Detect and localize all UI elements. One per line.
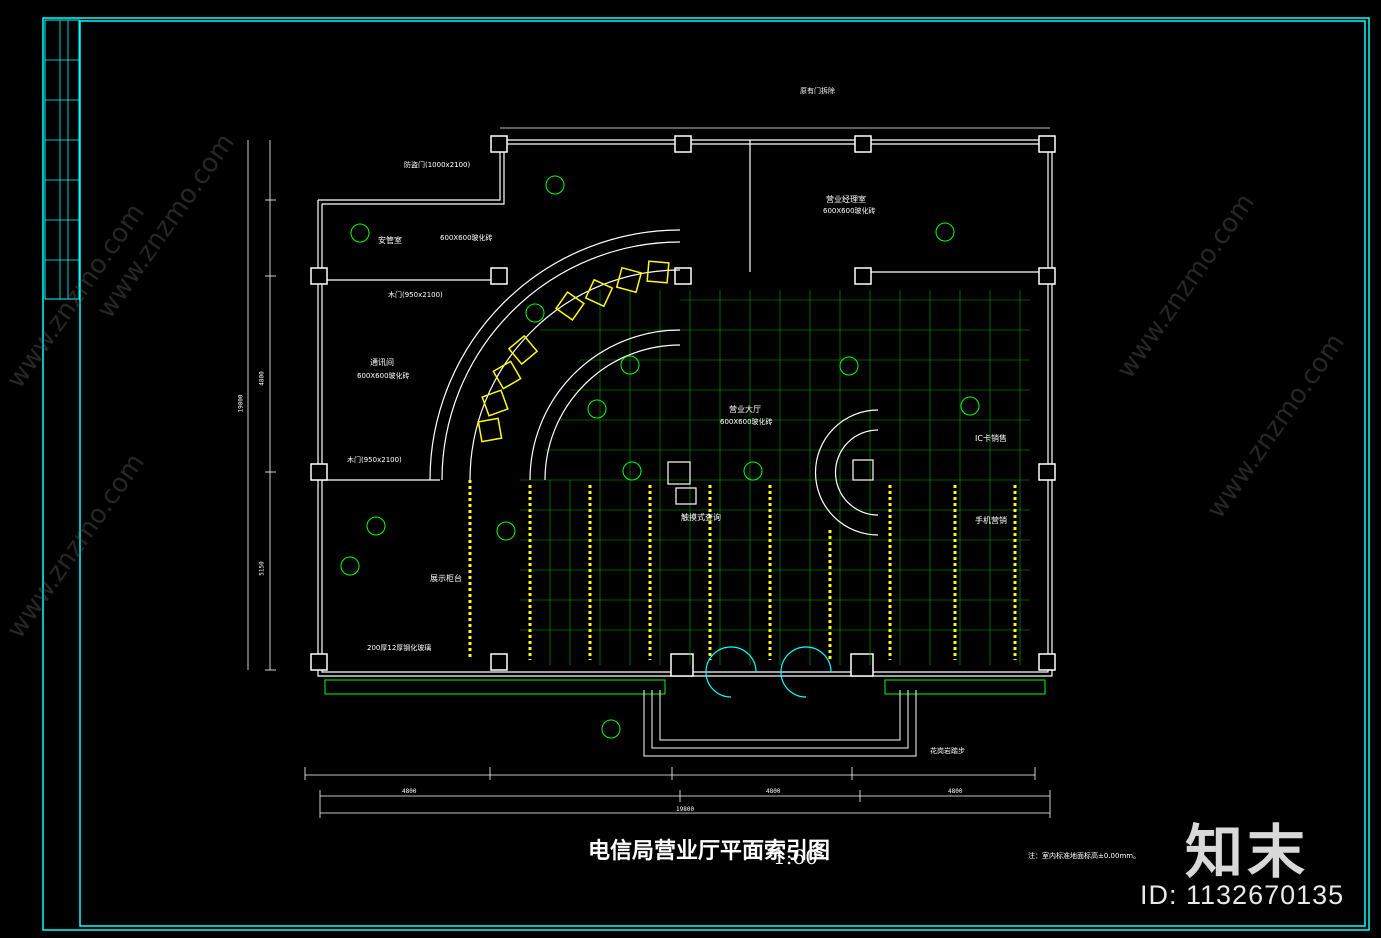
drawing-note: 注：室内标准地面标高±0.00mm。	[1028, 852, 1141, 860]
dimension-lines	[247, 127, 1051, 818]
drawing-scale: 1:60	[773, 845, 818, 869]
room-label-pay: IC卡销售	[975, 434, 1007, 443]
note-glass: 200厚12厚钢化玻璃	[367, 644, 432, 652]
room-label-lobby: 通讯间	[370, 358, 394, 367]
note-window-top: 原有门拆除	[800, 87, 835, 95]
entry-steps	[643, 690, 917, 757]
title-strip	[44, 19, 80, 300]
watermark-id: ID: 1132670135	[1140, 880, 1345, 910]
dim-bottom-a: 4800	[402, 788, 417, 795]
svg-text:www.znzmo.com: www.znzmo.com	[1201, 328, 1351, 524]
note-door3: 木门(950x2100)	[347, 456, 402, 464]
drawing-title: 电信局营业厅平面索引图	[588, 839, 831, 864]
room-label-main-hall: 营业大厅	[729, 405, 761, 414]
columns	[310, 135, 1056, 677]
outer-frame	[42, 17, 1370, 931]
corridor-floor: 600X600玻化砖	[440, 234, 493, 242]
floor-grid	[520, 290, 1030, 665]
inner-frame	[79, 20, 1366, 927]
exterior-walls	[317, 139, 1053, 677]
room-label-service: 手机营销	[975, 516, 1007, 525]
dim-left-total: 19800	[237, 394, 245, 413]
dim-left-b: 5150	[258, 561, 266, 576]
room-floor-main-hall: 600X600玻化砖	[720, 418, 773, 426]
svg-text:www.znzmo.com: www.znzmo.com	[1111, 188, 1261, 384]
room-label-terminal: 触摸式查询	[681, 513, 721, 522]
diagonal-watermarks: www.znzmo.com www.znzmo.com www.znzmo.co…	[1, 128, 1351, 644]
note-door1: 防盗门(1000x2100)	[404, 161, 471, 169]
planter	[324, 679, 1046, 695]
curved-counter	[429, 229, 681, 481]
info-desk	[667, 409, 879, 536]
svg-text:www.znzmo.com: www.znzmo.com	[1, 448, 151, 644]
display-racks	[468, 480, 1017, 660]
dim-left-a: 4800	[258, 371, 266, 386]
room-label-security: 安管室	[378, 236, 402, 245]
dim-bottom-b: 4800	[766, 788, 781, 795]
note-door2: 木门(950x2100)	[388, 291, 443, 299]
note-steps: 花岗岩踏步	[930, 747, 965, 755]
dim-bottom-c: 4800	[948, 788, 963, 795]
callout-markers	[340, 175, 980, 739]
room-label-display: 展示柜台	[430, 574, 462, 583]
room-label-vip: 营业经理室	[826, 195, 866, 204]
room-floor-lobby: 600X600玻化砖	[357, 372, 410, 380]
entrance-doors	[705, 646, 832, 698]
dim-bottom-total: 19800	[676, 806, 695, 813]
watermark-logo: 知末	[1185, 818, 1310, 886]
room-floor-vip: 600X600玻化砖	[823, 207, 876, 215]
counter-chairs	[477, 260, 670, 443]
